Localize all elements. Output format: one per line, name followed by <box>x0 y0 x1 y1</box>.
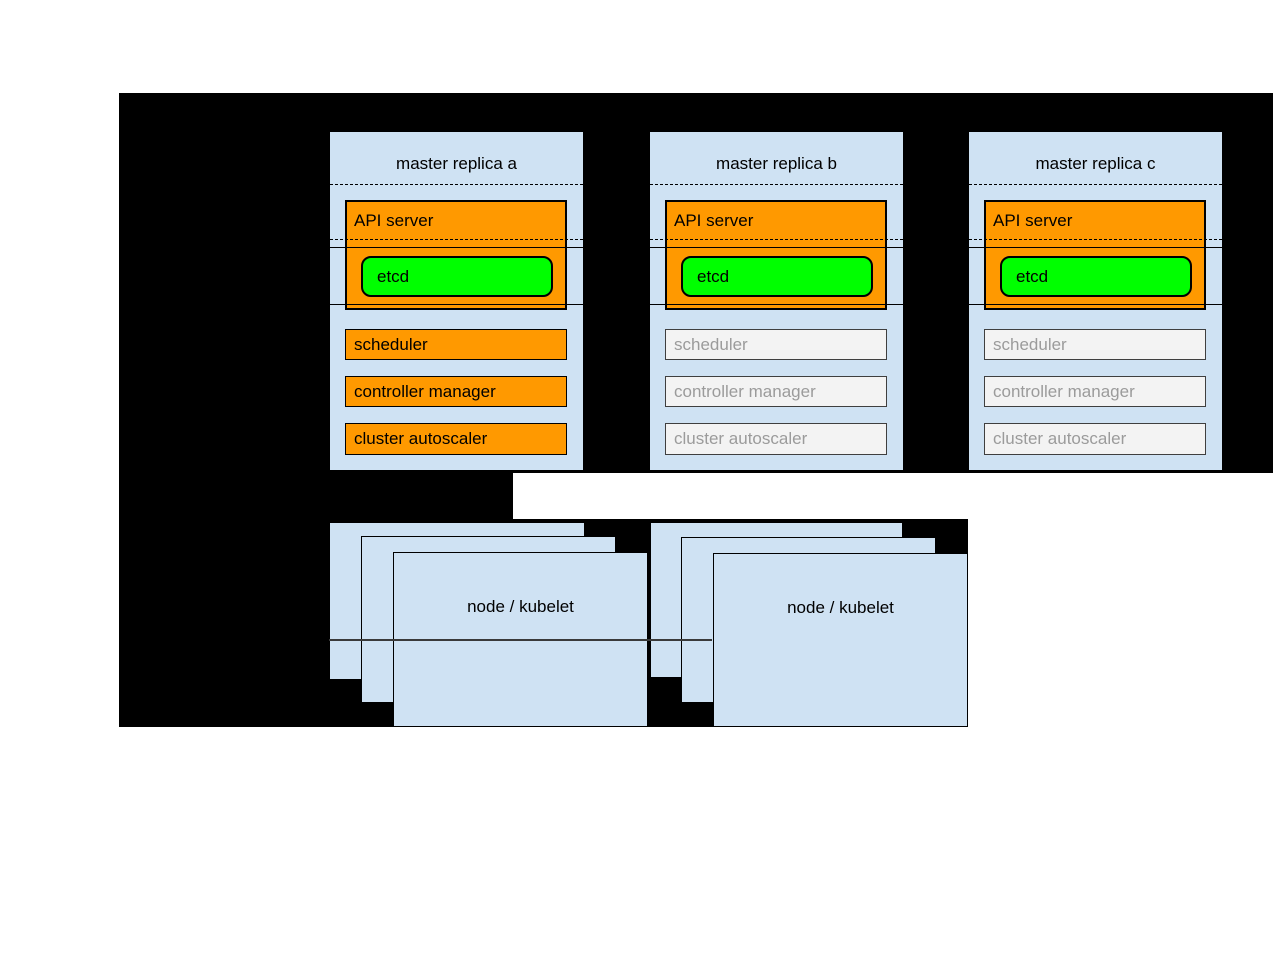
scheduler-label: scheduler <box>354 334 428 354</box>
replica-title: master replica c <box>1035 154 1156 173</box>
dashed-divider-lower <box>330 239 583 240</box>
controller-manager-label: controller manager <box>993 381 1135 401</box>
dashed-divider-lower <box>650 239 903 240</box>
solid-divider-lower <box>330 304 583 305</box>
controller-manager-label: controller manager <box>674 381 816 401</box>
dashed-divider-upper <box>650 184 903 185</box>
api-server-label: API server <box>354 211 434 230</box>
master-replica-c-box: master replica c API server etcd schedul… <box>968 131 1223 471</box>
solid-divider-upper <box>969 247 1222 248</box>
scheduler-label: scheduler <box>993 334 1067 354</box>
solid-divider-upper <box>330 247 583 248</box>
api-server-label: API server <box>993 211 1073 230</box>
scheduler-box: scheduler <box>665 329 887 360</box>
controller-manager-label: controller manager <box>354 381 496 401</box>
solid-divider-lower <box>969 304 1222 305</box>
dashed-divider-lower <box>969 239 1222 240</box>
dashed-divider-upper <box>330 184 583 185</box>
solid-divider-lower <box>650 304 903 305</box>
solid-divider-upper <box>650 247 903 248</box>
node-kubelet-label: node / kubelet <box>467 597 574 616</box>
cluster-autoscaler-label: cluster autoscaler <box>993 429 1127 448</box>
replica-title: master replica a <box>396 154 517 173</box>
scheduler-box: scheduler <box>345 329 567 360</box>
etcd-box: etcd <box>361 256 553 297</box>
scheduler-label: scheduler <box>674 334 748 354</box>
etcd-box: etcd <box>1000 256 1192 297</box>
cluster-autoscaler-box: cluster autoscaler <box>345 423 567 455</box>
etcd-label: etcd <box>697 266 730 286</box>
controller-manager-box: controller manager <box>665 376 887 407</box>
cluster-autoscaler-label: cluster autoscaler <box>354 429 488 448</box>
node-kubelet-label: node / kubelet <box>787 598 894 617</box>
master-replica-b-box: master replica b API server etcd schedul… <box>649 131 904 471</box>
node-kubelet-box: node / kubelet <box>713 553 968 727</box>
scheduler-box: scheduler <box>984 329 1206 360</box>
controller-manager-box: controller manager <box>984 376 1206 407</box>
etcd-label: etcd <box>377 266 410 286</box>
cluster-autoscaler-box: cluster autoscaler <box>984 423 1206 455</box>
etcd-box: etcd <box>681 256 873 297</box>
etcd-label: etcd <box>1016 266 1049 286</box>
api-server-label: API server <box>674 211 754 230</box>
master-replica-a-box: master replica a API server etcd schedul… <box>329 131 584 471</box>
cluster-autoscaler-box: cluster autoscaler <box>665 423 887 455</box>
dashed-divider-upper <box>969 184 1222 185</box>
cluster-autoscaler-label: cluster autoscaler <box>674 429 808 448</box>
replica-title: master replica b <box>716 154 837 173</box>
controller-manager-box: controller manager <box>345 376 567 407</box>
background-mask-left <box>119 473 513 519</box>
node-section-divider-line <box>329 639 712 641</box>
